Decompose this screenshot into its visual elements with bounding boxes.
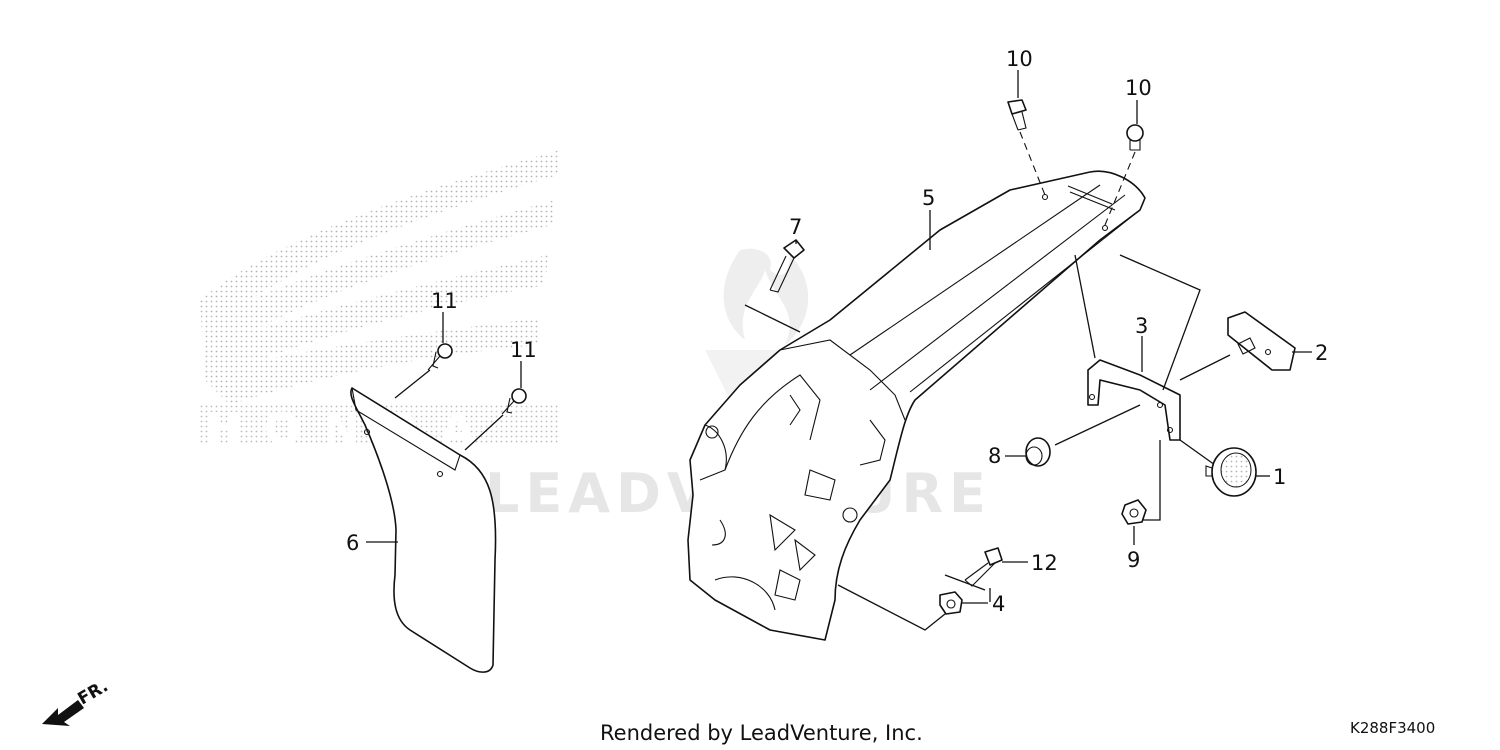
part-3-bracket [1087,359,1181,441]
callout-8: 8 [988,444,1026,468]
part-10-bolt-b [1126,124,1144,151]
callout-10-a: 10 [1006,47,1033,98]
callout-1-number: 1 [1273,465,1286,489]
callout-9: 9 [1127,526,1140,572]
callout-4: 4 [962,592,1005,616]
callout-1: 1 [1256,465,1286,489]
part-6-side-cover [350,387,497,673]
part-7-bolt [769,239,805,293]
part-10-bolt-a [1007,99,1027,131]
callout-6-number: 6 [346,531,359,555]
front-arrow-icon [42,700,84,726]
callout-11-a-number: 11 [431,289,458,313]
part-9-nut [1121,499,1147,525]
callout-3: 3 [1135,314,1148,372]
callout-5: 5 [922,186,935,250]
svg-text:HONDA: HONDA [205,404,497,455]
part-12-bolt [964,547,1003,587]
callout-3-number: 3 [1135,314,1148,338]
part-5-rear-fender [687,170,1146,641]
callout-6: 6 [346,531,398,555]
part-8-grommet [1025,437,1051,467]
callout-10-a-number: 10 [1006,47,1033,71]
part-4-collar [939,591,963,615]
callout-7: 7 [789,215,802,244]
callout-2-number: 2 [1315,341,1328,365]
callout-8-number: 8 [988,444,1001,468]
part-2-reflector-plate [1227,311,1296,371]
diagram-code: K288F3400 [1350,719,1435,737]
callout-7-number: 7 [789,215,802,239]
callout-5-number: 5 [922,186,935,210]
callout-11-b-number: 11 [510,338,537,362]
part-11-screw-a [427,343,453,371]
callout-11-a: 11 [431,289,458,343]
render-credit: Rendered by LeadVenture, Inc. [600,721,923,745]
callout-11-b: 11 [510,338,537,388]
part-1-reflector [1205,447,1257,497]
callout-2: 2 [1292,341,1328,365]
callout-9-number: 9 [1127,548,1140,572]
callout-10-b: 10 [1125,76,1152,124]
callout-10-b-number: 10 [1125,76,1152,100]
callout-4-number: 4 [992,592,1005,616]
front-direction-indicator: FR. [42,676,112,726]
callout-12: 12 [1002,551,1058,575]
part-11-screw-b [501,388,527,415]
callout-12-number: 12 [1031,551,1058,575]
